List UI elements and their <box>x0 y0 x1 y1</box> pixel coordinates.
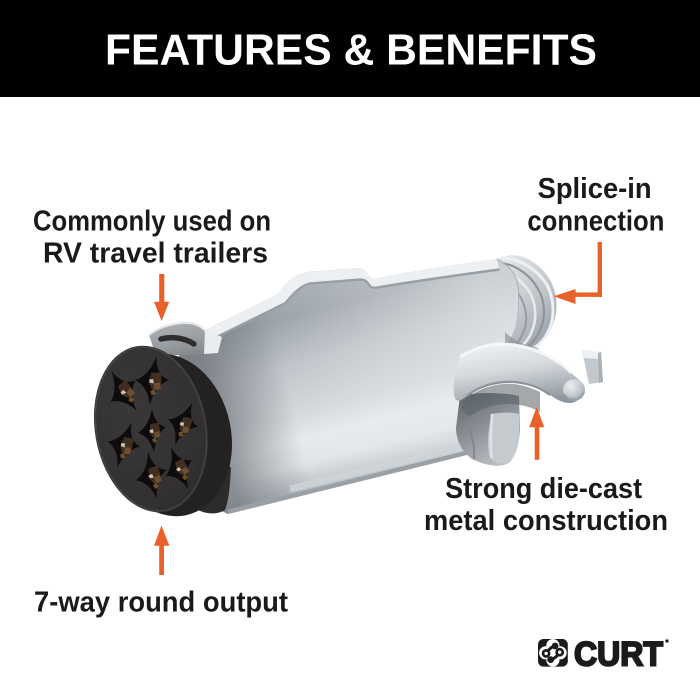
svg-text:CURT: CURT <box>574 635 663 673</box>
svg-text:metal construction: metal construction <box>424 505 668 537</box>
svg-text:Strong die-cast: Strong die-cast <box>445 473 642 505</box>
svg-text:Splice-in: Splice-in <box>538 173 652 205</box>
svg-text:FEATURES & BENEFITS: FEATURES & BENEFITS <box>105 27 597 75</box>
svg-text:connection: connection <box>527 206 664 238</box>
svg-text:RV travel trailers: RV travel trailers <box>43 238 268 270</box>
svg-text:Commonly used on: Commonly used on <box>33 205 271 237</box>
svg-text:7-way round output: 7-way round output <box>34 587 288 619</box>
